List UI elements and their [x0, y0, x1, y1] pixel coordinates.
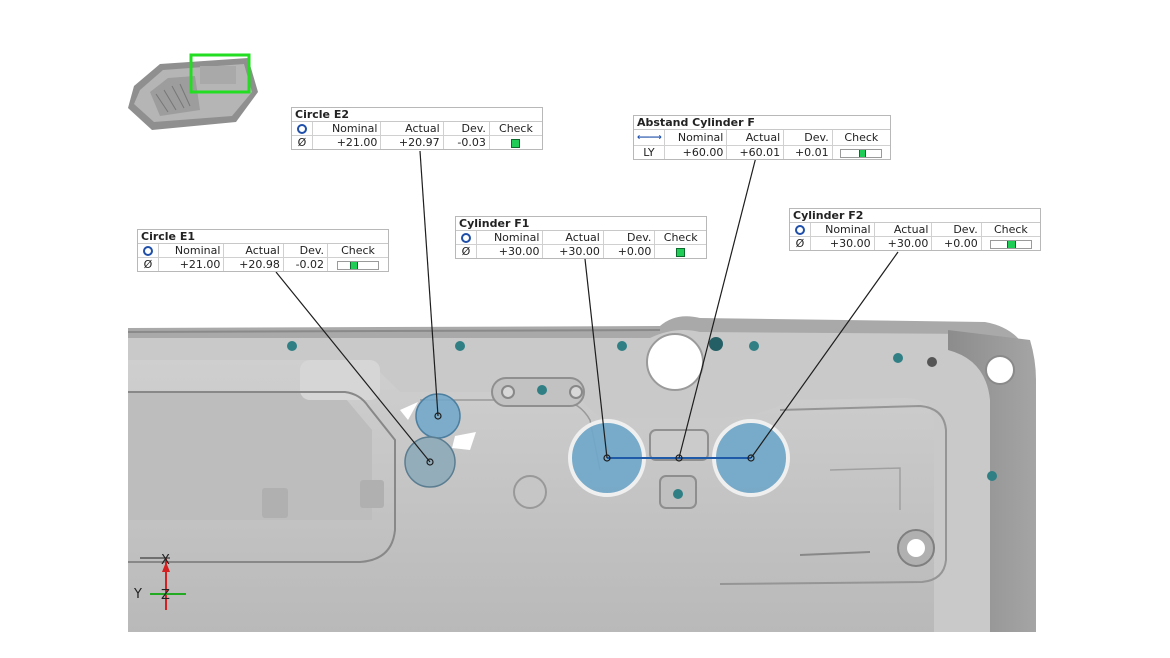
header-actual: Actual	[874, 223, 933, 237]
cylinder-symbol-icon	[795, 225, 805, 235]
header-actual: Actual	[380, 122, 444, 136]
value-actual: +30.00	[874, 236, 933, 250]
header-dev: Dev.	[931, 223, 982, 237]
callout-title: Cylinder F1	[456, 217, 706, 231]
circle-symbol-icon	[297, 124, 307, 134]
value-nominal: +60.00	[664, 145, 728, 159]
header-nominal: Nominal	[810, 223, 875, 237]
header-check: Check	[654, 231, 706, 245]
axis-x-label: X	[161, 553, 170, 568]
value-dev: +0.00	[603, 244, 656, 258]
axis-triad: X Y Z	[133, 553, 186, 610]
check-tolerance-bar	[840, 148, 883, 158]
value-nominal: +21.00	[158, 257, 225, 271]
value-actual: +30.00	[542, 244, 604, 258]
row-symbol: LY	[634, 145, 665, 159]
header-nominal: Nominal	[476, 231, 544, 245]
value-actual: +60.01	[726, 145, 785, 159]
part-thumbnail[interactable]	[128, 53, 258, 130]
row-symbol: Ø	[456, 244, 477, 258]
value-actual: +20.98	[223, 257, 284, 271]
axis-z-label: Z	[161, 588, 170, 603]
distance-symbol-icon: ⟵⟶	[637, 133, 662, 143]
check-tolerance-bar	[337, 260, 380, 270]
header-actual: Actual	[223, 244, 284, 258]
leader-lines	[275, 150, 899, 463]
header-actual: Actual	[726, 130, 785, 146]
callout-abstand-cylinder-f[interactable]: Abstand Cylinder F ⟵⟶ Nominal Actual Dev…	[633, 115, 891, 160]
header-check: Check	[327, 244, 388, 258]
header-nominal: Nominal	[664, 130, 728, 146]
cylinder-symbol-icon	[461, 233, 471, 243]
value-dev: -0.03	[443, 135, 490, 149]
value-nominal: +30.00	[810, 236, 875, 250]
row-symbol: Ø	[292, 135, 313, 149]
axis-y-label: Y	[133, 587, 142, 602]
callout-title: Circle E2	[292, 108, 542, 122]
check-tolerance-bar	[989, 239, 1032, 249]
header-actual: Actual	[542, 231, 604, 245]
row-symbol: Ø	[138, 257, 159, 271]
check-ok-icon	[511, 138, 521, 148]
callout-circle-e1[interactable]: Circle E1 Nominal Actual Dev. Check Ø +2…	[137, 229, 389, 272]
value-dev: -0.02	[283, 257, 329, 271]
check-ok-icon	[676, 247, 686, 257]
callout-title: Cylinder F2	[790, 209, 1040, 223]
value-nominal: +30.00	[476, 244, 544, 258]
value-actual: +20.97	[380, 135, 444, 149]
header-nominal: Nominal	[158, 244, 225, 258]
header-dev: Dev.	[603, 231, 656, 245]
callout-circle-e2[interactable]: Circle E2 Nominal Actual Dev. Check Ø +2…	[291, 107, 543, 150]
header-dev: Dev.	[443, 122, 490, 136]
circle-symbol-icon	[143, 246, 153, 256]
thumbnail-selection-frame	[189, 53, 251, 94]
value-dev: +0.01	[783, 145, 833, 159]
header-check: Check	[489, 122, 542, 136]
value-dev: +0.00	[931, 236, 982, 250]
callout-title: Circle E1	[138, 230, 388, 244]
header-nominal: Nominal	[312, 122, 382, 136]
value-nominal: +21.00	[312, 135, 382, 149]
header-dev: Dev.	[283, 244, 329, 258]
header-dev: Dev.	[783, 130, 833, 146]
header-check: Check	[981, 223, 1040, 237]
row-symbol: Ø	[790, 236, 811, 250]
callout-cylinder-f2[interactable]: Cylinder F2 Nominal Actual Dev. Check Ø …	[789, 208, 1041, 251]
header-check: Check	[832, 130, 890, 146]
callout-title: Abstand Cylinder F	[634, 116, 890, 130]
callout-cylinder-f1[interactable]: Cylinder F1 Nominal Actual Dev. Check Ø …	[455, 216, 707, 259]
